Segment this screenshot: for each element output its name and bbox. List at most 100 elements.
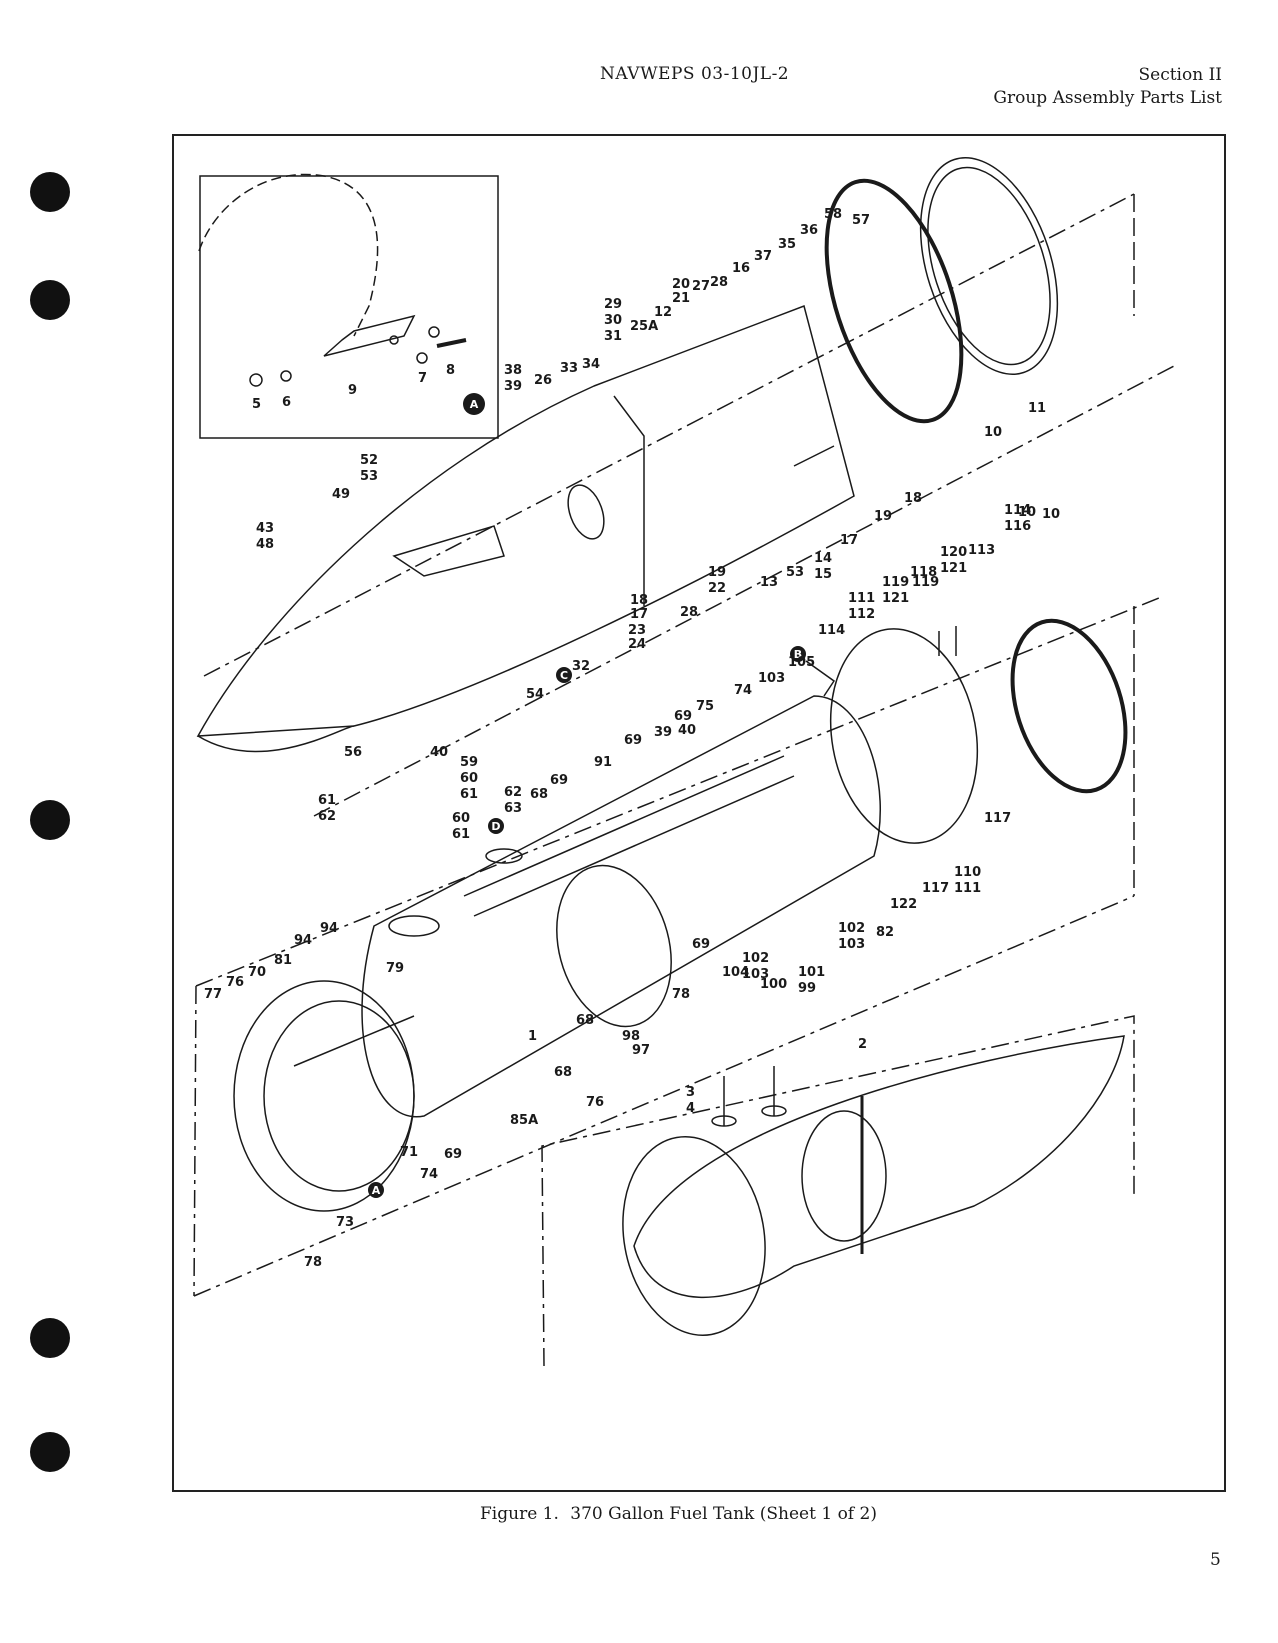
callout: 43 [256,521,274,536]
callout: 68 [554,1065,572,1080]
callout: 17 [630,607,648,622]
callout: 19 [874,509,892,524]
callout: 101 [798,965,825,980]
section-heading: Section II Group Assembly Parts List [993,64,1222,110]
callout: 100 [760,977,787,992]
detail-marker-a-ref: A [372,1184,381,1197]
callout: 48 [256,537,274,552]
callout: 7 [418,371,427,386]
callout: 119 [882,575,909,590]
callout: 119 [912,575,939,590]
callout: 81 [274,953,292,968]
callout: 70 [248,965,266,980]
callout: 36 [800,223,818,238]
callout: 35 [778,237,796,252]
callout: 56 [344,745,362,760]
callout: 69 [692,937,710,952]
figure-frame: A B C D A 5 6 9 7 8 10 11 57 58 36 35 37… [172,134,1226,1492]
callout: 33 [560,361,578,376]
callout: 11 [1028,401,1046,416]
document-number: NAVWEPS 03-10JL-2 [600,64,790,84]
callout: 112 [848,607,875,622]
callout: 77 [204,987,222,1002]
callout: 117 [922,881,949,896]
callout: 102 [838,921,865,936]
callout: 5 [252,397,261,412]
callout: 58 [824,207,842,222]
callout: 13 [760,575,778,590]
callout: 61 [318,793,336,808]
callout: 98 [622,1029,640,1044]
detail-marker-a: A [470,398,479,411]
callout: 39 [654,725,672,740]
callout: 28 [710,275,728,290]
callout: 116 [1004,519,1031,534]
callout: 122 [890,897,917,912]
binder-hole [30,280,70,320]
callout: 78 [304,1255,322,1270]
figure-caption: Figure 1. 370 Gallon Fuel Tank (Sheet 1 … [480,1504,883,1524]
callout-labels: 5 6 9 7 8 10 11 57 58 36 35 37 16 28 27 … [204,207,1060,1270]
callout: 6 [282,395,291,410]
callout: 30 [604,313,622,328]
detail-a-inset [199,175,499,439]
callout: 68 [576,1013,594,1028]
forward-shell [196,305,855,737]
callout: 76 [226,975,244,990]
callout: 16 [732,261,750,276]
callout: 104 [722,965,749,980]
callout: 26 [534,373,552,388]
callout: 71 [400,1145,418,1160]
callout: 74 [420,1167,438,1182]
callout: 3 [686,1085,695,1100]
callout: 53 [786,565,804,580]
end-plate [829,628,979,844]
callout: 4 [686,1101,695,1116]
callout: 79 [386,961,404,976]
callout: 103 [758,671,785,686]
callout: 54 [526,687,544,702]
callout: 78 [672,987,690,1002]
callout: 32 [572,659,590,674]
callout: 34 [582,357,600,372]
callout: 23 [628,623,646,638]
callout: 52 [360,453,378,468]
callout: 113 [968,543,995,558]
callout: 76 [586,1095,604,1110]
callout: 31 [604,329,622,344]
callout: 63 [504,801,522,816]
callout: 61 [452,827,470,842]
callout: 25A [630,319,658,334]
callout: 9 [348,383,357,398]
callout: 39 [504,379,522,394]
callout: 120 [940,545,967,560]
callout: 8 [446,363,455,378]
callout: 60 [452,811,470,826]
callout: 40 [678,723,696,738]
callout: 99 [798,981,816,996]
callout: 2 [858,1037,867,1052]
callout: 91 [594,755,612,770]
exploded-view-drawing: A B C D A 5 6 9 7 8 10 11 57 58 36 35 37… [193,157,1175,1367]
callout: 85A [510,1113,538,1128]
callout: 18 [904,491,922,506]
callout: 37 [754,249,772,264]
callout: 103 [838,937,865,952]
callout: 121 [882,591,909,606]
callout: 62 [504,785,522,800]
callout: 82 [876,925,894,940]
callout: 28 [680,605,698,620]
callout: 110 [954,865,981,880]
callout: 97 [632,1043,650,1058]
callout: 69 [674,709,692,724]
callout: 49 [332,487,350,502]
callout: 111 [848,591,875,606]
callout: 24 [628,637,646,652]
detail-marker-b: B [794,648,802,661]
callout: 75 [696,699,714,714]
callout: 102 [742,951,769,966]
callout: 53 [360,469,378,484]
figure-label: Figure 1. [480,1504,559,1524]
aft-shell [633,1035,1125,1298]
page-number: 5 [1210,1550,1221,1570]
